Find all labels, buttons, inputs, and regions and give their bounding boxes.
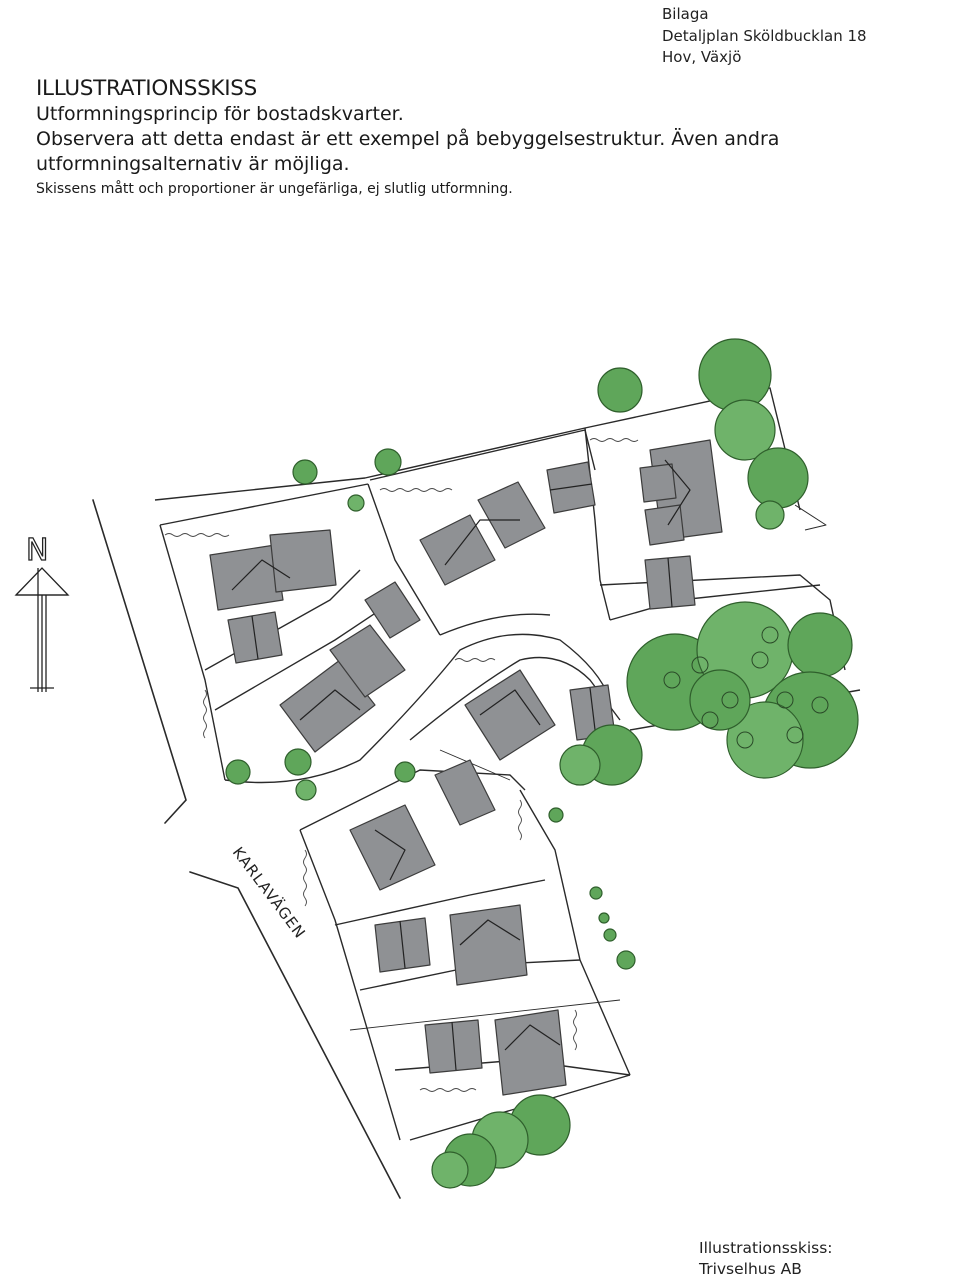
house-south-3 [424, 1009, 567, 1096]
small-trees [225, 448, 636, 970]
karlavagen-road [92, 499, 401, 1199]
garage-north [546, 461, 596, 514]
hedges [164, 438, 639, 1092]
tree-cluster-east [559, 601, 859, 786]
trees [225, 338, 859, 1189]
plan-location: Hov, Växjö [662, 48, 742, 66]
north-arrow: N [14, 532, 70, 692]
appendix-label: Bilaga [662, 5, 709, 23]
buildings [209, 439, 723, 1096]
credit-author: Trivselhus AB [699, 1260, 802, 1278]
tree-cluster-south [431, 1094, 571, 1189]
sketch-heading: ILLUSTRATIONSSKISS Utformningsprincip fö… [36, 76, 936, 200]
sketch-title: ILLUSTRATIONSSKISS [36, 76, 257, 101]
house-north-east [639, 439, 723, 610]
house-south-2 [374, 904, 528, 986]
house-central-west [279, 624, 406, 753]
tree-trunk-marks [663, 626, 829, 749]
proportions-disclaimer: Skissens mått och proportioner är ungefä… [36, 181, 513, 197]
credit-label: Illustrationsskiss: [699, 1239, 833, 1257]
house-north-central [364, 481, 546, 639]
example-note-line-1: Observera att detta endast är ett exempe… [36, 128, 780, 150]
sketch-subtitle: Utformningsprincip för bostadskvarter. [36, 103, 404, 125]
example-note-line-2: utformningsalternativ är möjliga. [36, 153, 350, 175]
plan-name: Detaljplan Sköldbucklan 18 [662, 26, 867, 45]
north-label: N [26, 533, 48, 568]
house-central-east [464, 669, 616, 761]
illustration-credit: Illustrationsskiss: Trivselhus AB [699, 1238, 833, 1280]
tree-cluster-north-east [597, 338, 809, 530]
appendix-note: Bilaga Detaljplan Sköldbucklan 18 Hov, V… [662, 4, 867, 69]
house-south-1 [349, 804, 436, 891]
house-west-upper [209, 529, 337, 664]
garage-south [434, 759, 496, 826]
